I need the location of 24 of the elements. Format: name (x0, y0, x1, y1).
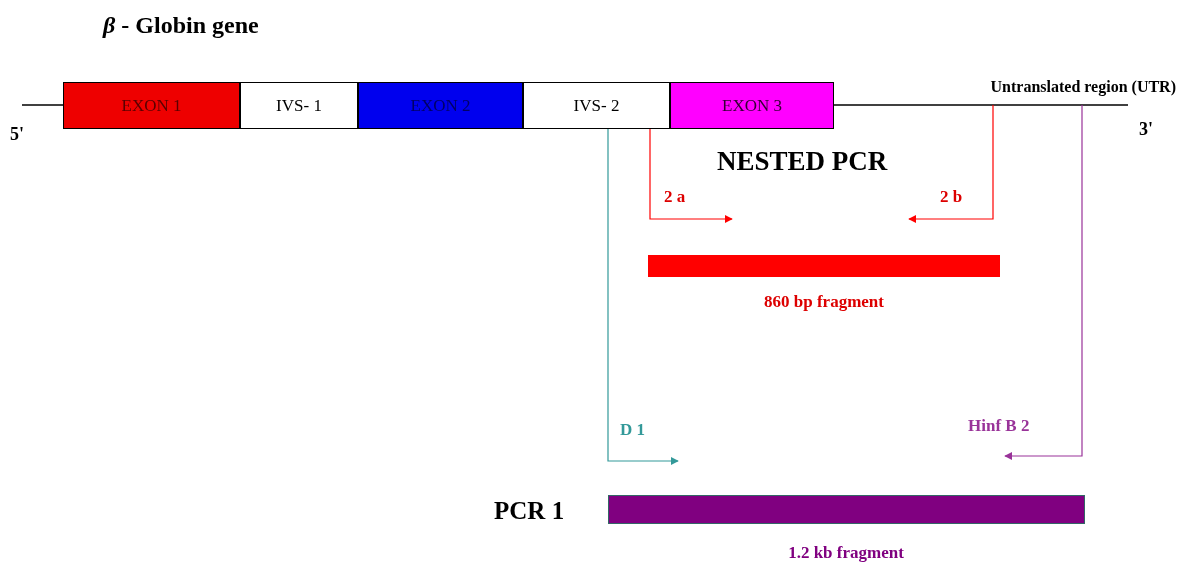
intron-box (523, 82, 670, 129)
region-label: IVS- 1 (276, 95, 322, 116)
primer-arrow (908, 104, 994, 223)
fragment-size-label: 1.2 kb fragment (788, 543, 904, 563)
fragment-size-label: 860 bp fragment (764, 292, 884, 312)
diagram-title: β - Globin gene (103, 12, 259, 39)
primer-arrow (1004, 104, 1083, 460)
region-label: Untranslated region (UTR) (990, 78, 1176, 96)
section-heading: PCR 1 (494, 497, 565, 525)
region-label: IVS- 2 (573, 95, 620, 116)
exon-box (358, 82, 523, 129)
intron-box (240, 82, 358, 129)
primer-arrow (649, 128, 733, 223)
section-heading: NESTED PCR (717, 146, 888, 177)
region-label: EXON 1 (121, 95, 182, 116)
strand-end-label: 5' (10, 124, 24, 145)
exon-box (670, 82, 834, 129)
region-label: EXON 2 (410, 95, 471, 116)
primer-arrow (607, 128, 679, 465)
exon-box (63, 82, 240, 129)
fragment-bar (648, 255, 1000, 277)
fragment-bar (608, 495, 1085, 524)
region-label: EXON 3 (722, 95, 782, 116)
strand-end-label: 3' (1139, 119, 1153, 140)
